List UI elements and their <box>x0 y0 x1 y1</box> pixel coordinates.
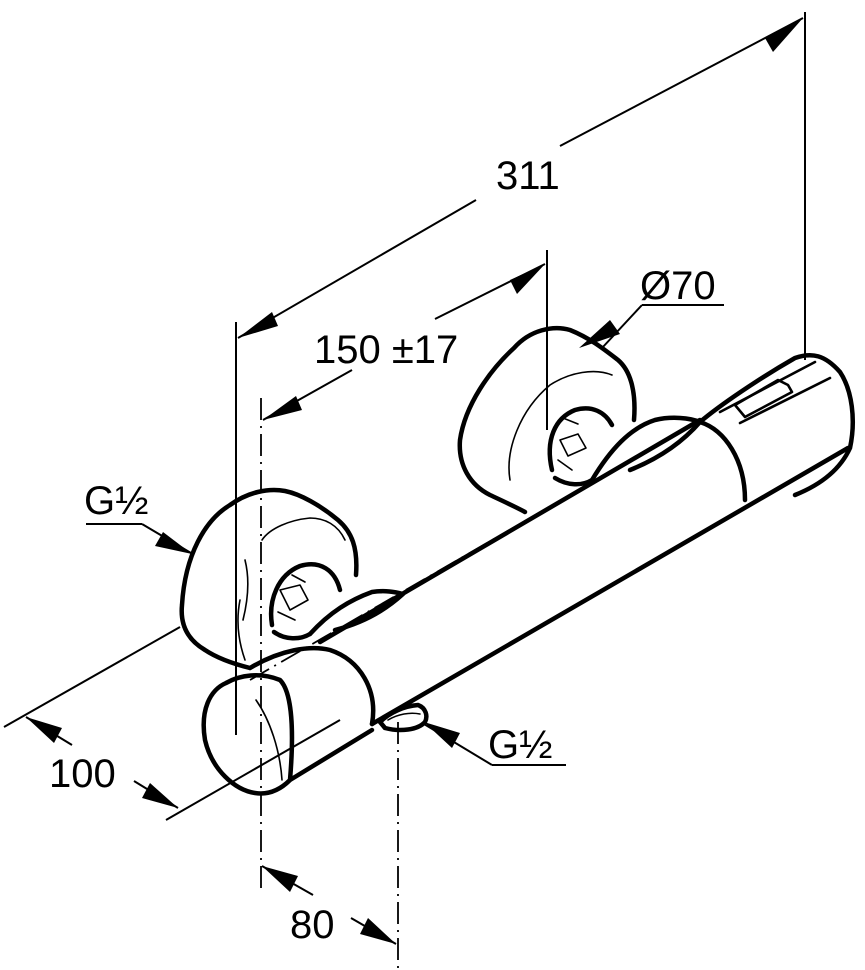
arrowhead-thread-left <box>155 532 192 554</box>
body-top-edge <box>317 417 703 645</box>
right-body-joint <box>697 419 748 503</box>
dimension-label-150: 150 ±17 <box>314 328 458 372</box>
arrowhead-311-left <box>238 312 278 338</box>
left-escutcheon-rim-inner <box>237 559 249 661</box>
dimension-80: 80 <box>261 865 397 947</box>
arrowhead-311-right <box>765 18 803 52</box>
body-bottom-edge <box>369 445 851 727</box>
dimension-150: 150 ±17 <box>262 263 546 421</box>
dimension-label-diameter: Ø70 <box>640 264 716 308</box>
body-left-cap <box>247 645 376 727</box>
dimension-label-311: 311 <box>496 154 560 198</box>
left-end-cap <box>201 673 375 796</box>
left-hex-nut <box>268 562 343 641</box>
right-handle-grip <box>733 378 794 419</box>
right-escutcheon-rim <box>508 370 613 481</box>
arrowhead-80-right <box>360 918 396 944</box>
dimension-311: 311 <box>237 17 804 339</box>
right-hex-nut <box>547 406 615 487</box>
dimension-line-311-left <box>237 199 477 339</box>
left-escutcheon <box>179 487 359 671</box>
dimension-line-311-right <box>559 17 804 147</box>
leader-line-diameter <box>601 304 643 349</box>
right-connection-arm <box>589 415 703 483</box>
left-escutcheon-rim <box>261 517 346 541</box>
arrowhead-150-left <box>263 396 302 420</box>
arrowhead-100-upper <box>26 717 62 743</box>
dimension-100: 100 <box>3 626 341 821</box>
dimension-label-80: 80 <box>290 903 335 947</box>
thread-label-bottom: G½ <box>488 723 552 767</box>
left-connection-arm <box>307 588 406 637</box>
dimension-diameter: Ø70 <box>579 264 724 349</box>
thread-label-left: G½ <box>84 479 148 523</box>
thread-callout-bottom: G½ <box>423 722 566 767</box>
mixer-body <box>179 325 855 796</box>
extension-line-100-upper <box>3 626 181 728</box>
extension-line-100-lower <box>165 719 341 821</box>
arrowhead-100-lower <box>142 783 178 808</box>
right-escutcheon <box>457 325 637 515</box>
left-end-cap-rim <box>255 699 283 781</box>
bottom-outlet-inner <box>387 712 421 721</box>
bottom-outlet <box>377 702 429 733</box>
dimension-label-100: 100 <box>49 752 116 796</box>
arrowhead-150-right <box>510 264 545 294</box>
right-end-cap <box>697 353 855 498</box>
right-hex-nut-facets <box>557 417 587 471</box>
arrowhead-thread-bottom <box>424 722 460 748</box>
arrowhead-80-left <box>262 866 298 892</box>
thread-callout-left: G½ <box>84 479 192 554</box>
left-hex-nut-facets <box>277 574 309 621</box>
extension-lines <box>235 12 806 735</box>
